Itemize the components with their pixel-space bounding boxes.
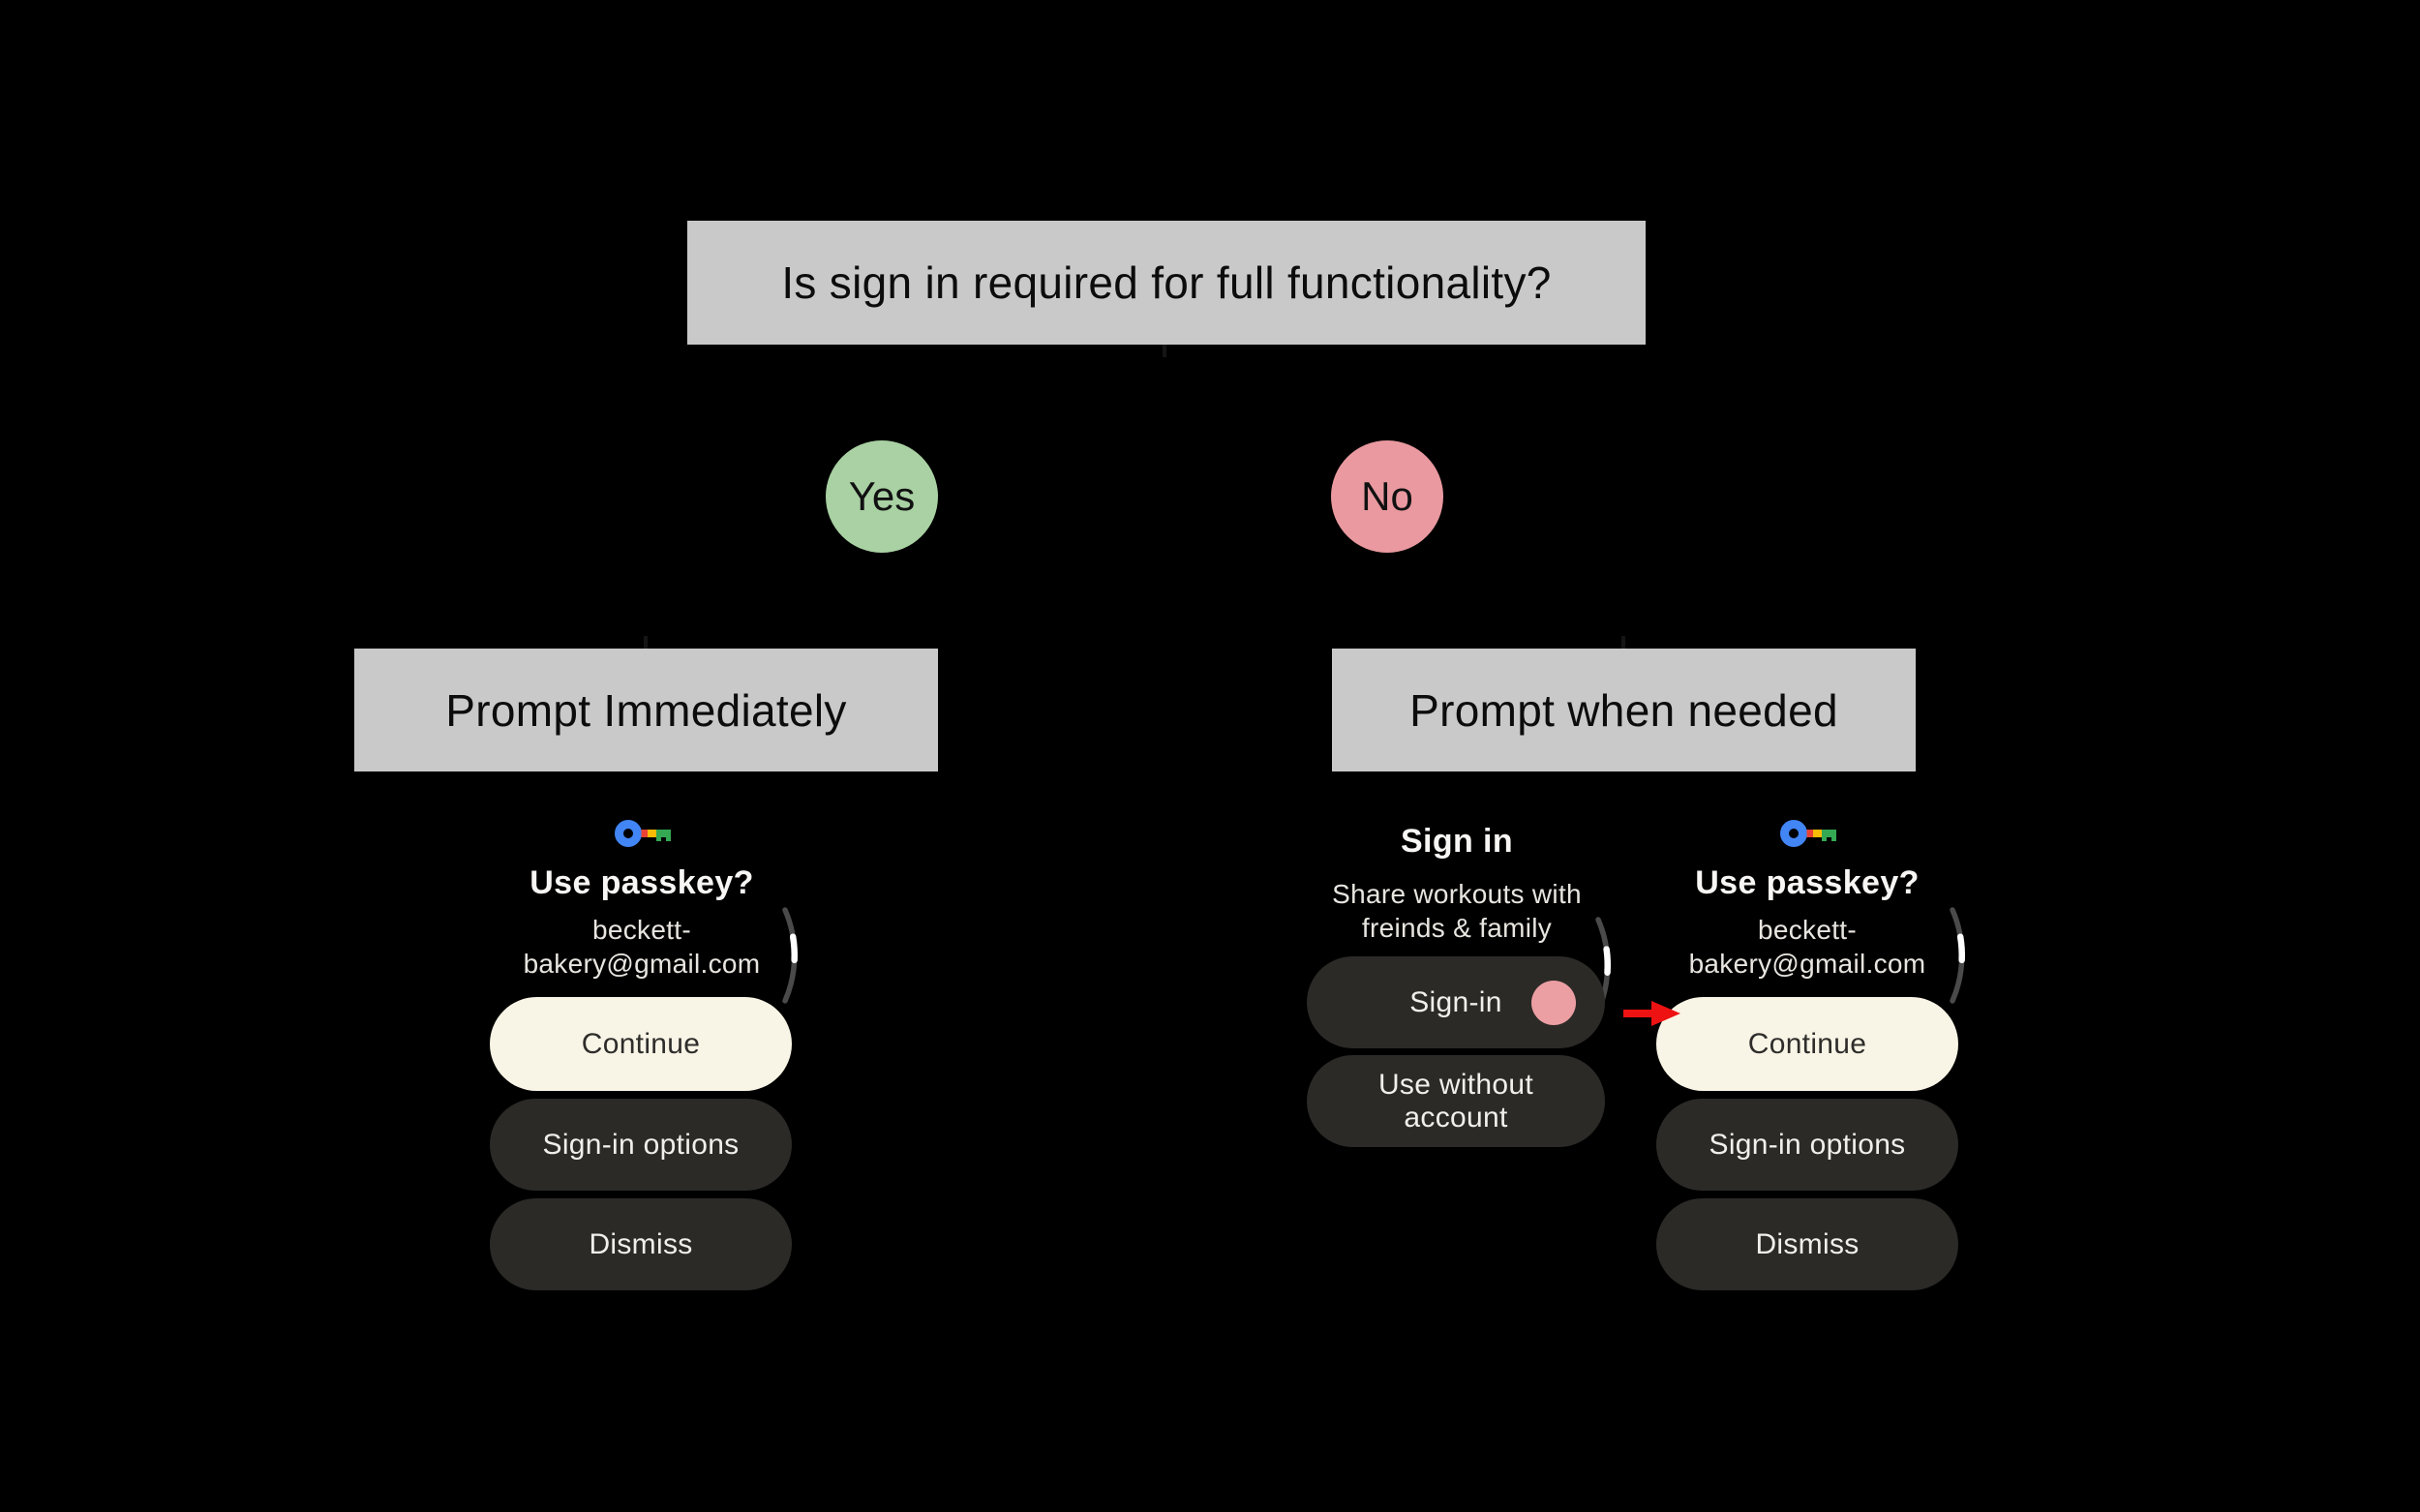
signin-options-button[interactable]: Sign-in options [490, 1099, 792, 1191]
no-node: No [1331, 440, 1443, 553]
use-without-account-button[interactable]: Use without account [1307, 1055, 1605, 1147]
prompt-when-needed-text: Prompt when needed [1409, 684, 1838, 736]
continue-label: Continue [1747, 1027, 1867, 1060]
question-node: Is sign in required for full functionali… [687, 221, 1646, 345]
signin-options-label: Sign-in options [1709, 1128, 1906, 1161]
tap-indicator [1531, 981, 1576, 1025]
yes-label: Yes [848, 473, 916, 519]
connector-stub [1621, 636, 1625, 649]
no-label: No [1361, 473, 1413, 519]
passkey-email-line2: bakery@gmail.com [1688, 949, 1926, 979]
flow-arrow-icon [1620, 999, 1682, 1028]
signin-button-label: Sign-in [1409, 985, 1502, 1018]
passkey-icon [615, 819, 671, 848]
signin-options-label: Sign-in options [542, 1128, 740, 1161]
signin-subtitle-line1: Share workouts with [1332, 879, 1582, 909]
passkey-email-line1: beckett- [1758, 915, 1857, 945]
continue-button[interactable]: Continue [1656, 997, 1958, 1091]
connector-stub [644, 636, 648, 649]
prompt-immediately-text: Prompt Immediately [445, 684, 847, 736]
signin-screen-title: Sign in [1400, 823, 1514, 860]
signin-subtitle-line2: freinds & family [1361, 913, 1553, 943]
passkey-email: beckett- bakery@gmail.com [477, 913, 806, 981]
connector-stub [1163, 345, 1166, 357]
passkey-title: Use passkey? [529, 864, 754, 901]
prompt-immediately-node: Prompt Immediately [354, 649, 938, 771]
signin-options-button[interactable]: Sign-in options [1656, 1099, 1958, 1191]
dismiss-label: Dismiss [1755, 1227, 1860, 1260]
passkey-icon [1780, 819, 1836, 848]
dismiss-label: Dismiss [589, 1227, 693, 1260]
passkey-email-line1: beckett- [592, 915, 691, 945]
passkey-email-line2: bakery@gmail.com [523, 949, 761, 979]
passkey-title: Use passkey? [1695, 864, 1920, 901]
signin-subtitle: Share workouts with freinds & family [1297, 877, 1617, 945]
question-text: Is sign in required for full functionali… [781, 257, 1552, 308]
use-without-account-line1: Use without [1377, 1068, 1534, 1101]
prompt-when-needed-node: Prompt when needed [1332, 649, 1916, 771]
dismiss-button[interactable]: Dismiss [1656, 1198, 1958, 1290]
continue-label: Continue [581, 1027, 701, 1060]
scroll-indicator[interactable] [1946, 906, 1969, 1005]
use-without-account-line2: account [1404, 1101, 1508, 1134]
continue-button[interactable]: Continue [490, 997, 792, 1091]
passkey-email: beckett- bakery@gmail.com [1643, 913, 1972, 981]
dismiss-button[interactable]: Dismiss [490, 1198, 792, 1290]
yes-node: Yes [826, 440, 938, 553]
scroll-indicator[interactable] [778, 906, 802, 1005]
